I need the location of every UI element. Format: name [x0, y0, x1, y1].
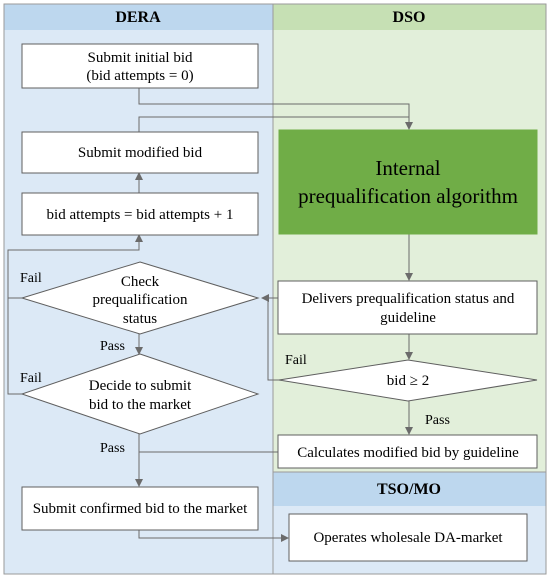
delivers-status-line1: Delivers prequalification status and [302, 291, 515, 307]
fail-decide-label: Fail [20, 371, 42, 386]
decide-submit-line2: bid to the market [89, 397, 192, 413]
decide-submit-decision: Decide to submit bid to the market [20, 353, 260, 435]
submit-modified-bid-label: Submit modified bid [78, 145, 203, 161]
outer-border [3, 3, 547, 575]
edge-modified-to-algorithm [138, 116, 409, 132]
submit-initial-bid-box: Submit initial bid (bid attempts = 0) [21, 43, 259, 89]
dera-header-band [4, 4, 273, 30]
fail-check-label: Fail [20, 271, 42, 286]
pass-decide-label: Pass [100, 441, 125, 456]
check-status-line3: status [123, 311, 157, 327]
tso-header-band [273, 472, 546, 506]
dso-header-band [273, 4, 546, 30]
fail-bid-label: Fail [285, 353, 307, 368]
dera-lane-title: DERA [115, 9, 161, 26]
check-status-line2: prequalification [93, 292, 188, 308]
edge-fail-check-loop [7, 234, 143, 299]
edge-fail-decide-loop [7, 298, 22, 395]
bid-attempts-label: bid attempts = bid attempts + 1 [47, 207, 234, 223]
calculates-modified-bid-box: Calculates modified bid by guideline [277, 434, 538, 469]
check-status-decision: Check prequalification status [20, 261, 260, 335]
pass-check-label: Pass [100, 339, 125, 354]
prequalification-algorithm-box: Internal prequalification algorithm [278, 129, 538, 235]
operates-market-box: Operates wholesale DA-market [288, 513, 528, 562]
submit-confirmed-bid-label: Submit confirmed bid to the market [33, 501, 248, 517]
algorithm-line1: Internal [375, 156, 440, 180]
operates-market-label: Operates wholesale DA-market [313, 530, 503, 546]
submit-initial-bid-line2: (bid attempts = 0) [86, 68, 193, 84]
tso-lane-title: TSO/MO [377, 481, 441, 498]
edge-fail-bid-loop [267, 298, 279, 381]
delivers-status-line2: guideline [380, 310, 436, 326]
submit-confirmed-bid-box: Submit confirmed bid to the market [21, 486, 259, 531]
algorithm-line2: prequalification algorithm [298, 184, 518, 208]
check-status-line1: Check [121, 274, 160, 290]
bid-check-label: bid ≥ 2 [387, 373, 429, 389]
decide-submit-line1: Decide to submit [89, 378, 192, 394]
delivers-status-box: Delivers prequalification status and gui… [277, 280, 538, 335]
bid-attempts-box: bid attempts = bid attempts + 1 [21, 192, 259, 236]
calculates-modified-bid-label: Calculates modified bid by guideline [297, 445, 519, 461]
dso-lane-title: DSO [393, 9, 426, 26]
submit-modified-bid-box: Submit modified bid [21, 131, 259, 174]
submit-initial-bid-line1: Submit initial bid [87, 50, 193, 66]
bid-check-decision: bid ≥ 2 [278, 359, 538, 402]
edge-confirmed-to-market [138, 530, 289, 542]
pass-bid-label: Pass [425, 413, 450, 428]
